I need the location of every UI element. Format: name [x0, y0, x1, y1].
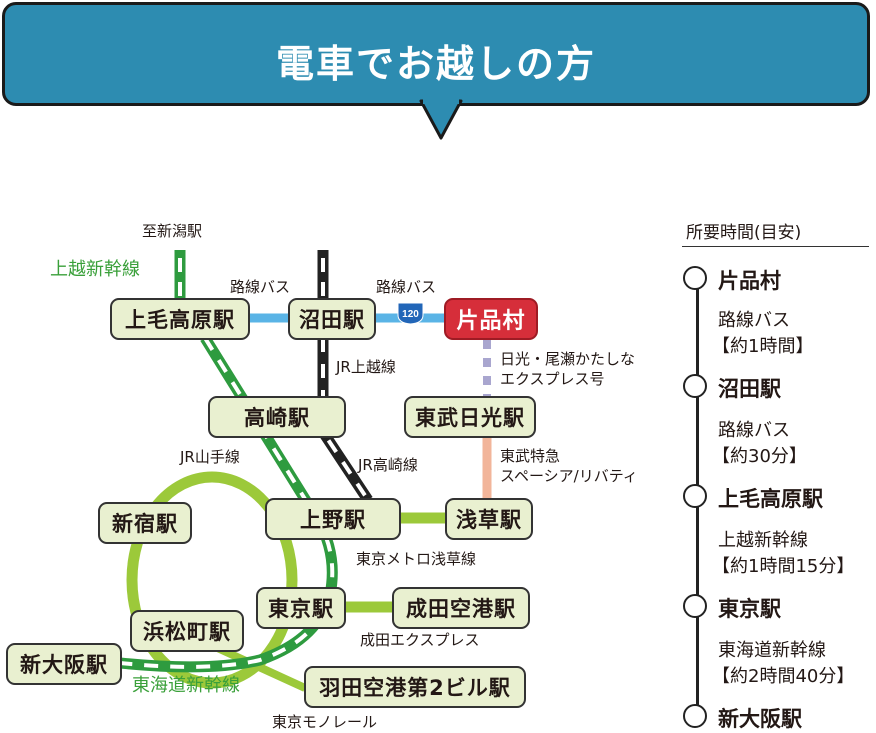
timeline-stop: 新大阪駅 [718, 707, 802, 731]
station-narita-airport: 成田空港駅 [392, 587, 530, 629]
station-ueno: 上野駅 [265, 498, 401, 540]
label-nikko-express-2: エクスプレス号 [500, 370, 605, 388]
banner-pointer-mask [423, 96, 459, 104]
label-narita-express: 成田エクスプレス [360, 631, 480, 649]
label-to-niigata: 至新潟駅 [142, 222, 203, 240]
label-bus-route-2: 路線バス [376, 278, 437, 296]
label-jr-joetsu: JR上越線 [336, 358, 396, 376]
station-asakusa: 浅草駅 [445, 498, 533, 540]
label-tokyo-monorail: 東京モノレール [272, 713, 378, 731]
timeline-segment-line: 路線バス [718, 420, 790, 441]
timeline-node [683, 374, 707, 398]
timeline-title: 所要時間(目安) [686, 223, 802, 243]
timeline-segment-line: 上越新幹線 [718, 530, 808, 551]
timeline-rule [682, 246, 869, 247]
timeline-segment-time: 【約30分】 [712, 446, 807, 467]
yamanote-loop [126, 471, 298, 689]
station-takasaki: 高崎駅 [208, 396, 346, 438]
timeline-stop: 東京駅 [718, 597, 781, 621]
banner-pointer [419, 99, 463, 140]
label-bus-route-1: 路線バス [230, 278, 291, 296]
label-nikko-express-1: 日光・尾瀬かたしな [500, 350, 636, 368]
station-kamimoku: 上毛高原駅 [110, 298, 250, 340]
svg-text:120: 120 [402, 309, 419, 320]
station-shinjuku: 新宿駅 [98, 502, 192, 544]
header-banner: 電車でお越しの方 [2, 2, 870, 106]
timeline-segment-time: 【約1時間15分】 [712, 556, 855, 577]
label-tobu-limited-1: 東武特急 [500, 447, 561, 465]
label-joetsu-shinkansen: 上越新幹線 [50, 259, 140, 280]
timeline-stop: 片品村 [718, 269, 781, 293]
timeline-segment-time: 【約1時間】 [712, 336, 814, 357]
label-tobu-limited-2: スペーシア/リバティ [500, 467, 638, 485]
station-tokyo: 東京駅 [256, 587, 346, 629]
station-katashina: 片品村 [444, 298, 538, 340]
route-120-icon: 120 [397, 302, 424, 325]
timeline-node [683, 594, 707, 618]
label-jr-yamanote: JR山手線 [180, 448, 240, 466]
timeline-segment-time: 【約2時間40分】 [712, 666, 855, 687]
station-haneda-t2: 羽田空港第2ビル駅 [304, 666, 526, 708]
station-numata: 沼田駅 [288, 298, 376, 340]
timeline-node [683, 484, 707, 508]
station-hamamatsucho: 浜松町駅 [130, 610, 244, 652]
timeline-node [683, 704, 707, 728]
timeline-segment-line: 路線バス [718, 310, 790, 331]
timeline-stop: 上毛高原駅 [718, 487, 823, 511]
timeline-node [683, 266, 707, 290]
timeline-segment-line: 東海道新幹線 [718, 640, 826, 661]
station-shin-osaka: 新大阪駅 [6, 643, 122, 685]
page-title: 電車でお越しの方 [275, 42, 596, 86]
label-metro-asakusa: 東京メトロ浅草線 [356, 550, 477, 568]
timeline-stop: 沼田駅 [718, 377, 781, 401]
station-tobu-nikko: 東武日光駅 [404, 396, 536, 438]
label-tokaido-shinkansen: 東海道新幹線 [132, 675, 240, 696]
label-jr-takasaki: JR高崎線 [358, 456, 418, 474]
